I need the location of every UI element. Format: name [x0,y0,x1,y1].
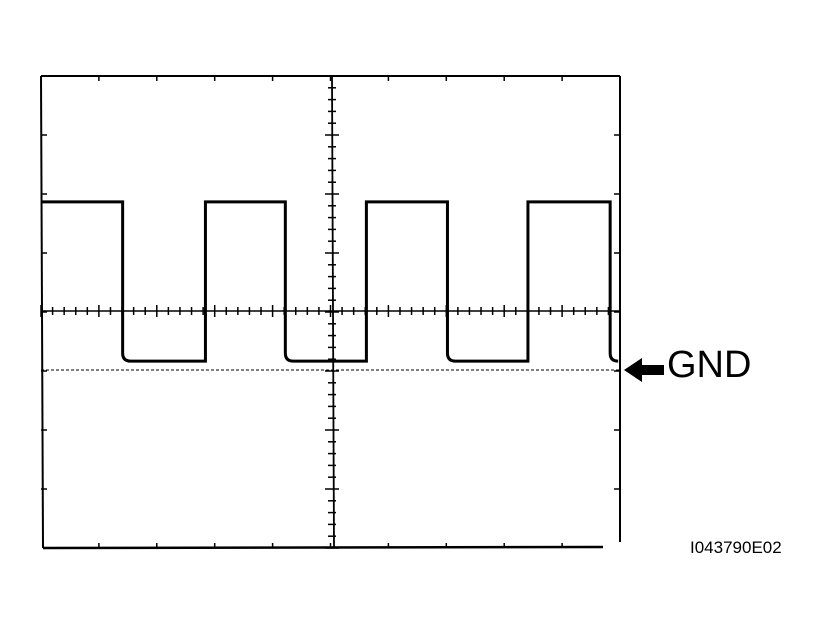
left-arrow-icon [624,358,664,382]
center-axes [40,75,621,549]
scope-ticks [41,76,620,548]
square-wave-trace [41,200,619,363]
figure-id-label: I043790E02 [690,538,782,557]
gnd-label: GND [667,344,752,386]
